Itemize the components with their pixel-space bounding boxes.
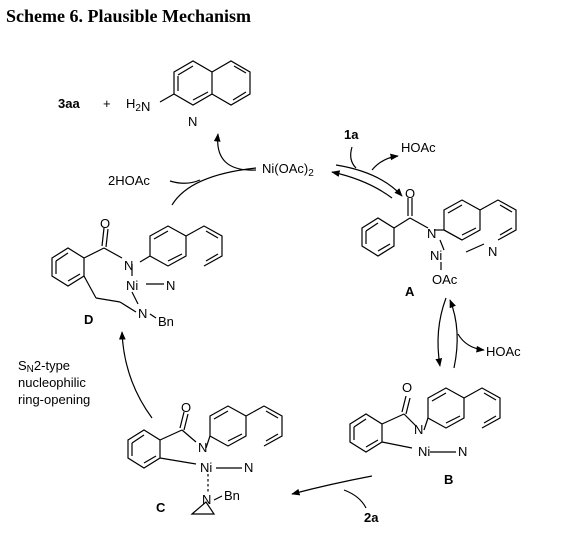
scheme-title: Scheme 6. Plausible Mechanism [6,6,251,26]
complex-b-structure [349,387,501,453]
complex-c-n3: N [202,492,211,507]
sn2-line3: ring-opening [18,392,90,407]
hoac-top-label: HOAc [401,140,436,155]
complex-a-oac: OAc [432,272,458,287]
hoac-right-label: HOAc [486,344,521,359]
label-d: D [84,312,93,327]
sn2-line2: nucleophilic [18,375,86,390]
complex-a-structure [361,198,517,270]
ni-oac2-label: Ni(OAc)2 [262,161,314,179]
complex-b-o: O [402,380,412,395]
complex-d-n3: N [138,306,147,321]
label-b: B [444,472,453,487]
two-hoac-label: 2HOAc [108,173,150,188]
label-c: C [156,500,166,515]
complex-c-n1: N [198,440,207,455]
complex-a-o: O [405,186,415,201]
complex-d-structure [51,225,223,319]
complex-b-ni: Ni [418,444,430,459]
complex-c-structure [127,405,283,515]
aminoquinoline-structure [159,60,251,106]
complex-c-o: O [181,400,191,415]
complex-b-n1: N [414,422,423,437]
reagent-2a-label: 2a [364,510,379,525]
complex-b-n2: N [458,444,467,459]
plus-sign: + [103,96,111,111]
complex-d-n1: N [124,258,133,273]
h2n-label: H2N [126,96,150,114]
complex-c-ni: Ni [200,460,212,475]
complex-c-n2: N [244,460,253,475]
complex-d-bn: Bn [158,314,174,329]
complex-d-ni: Ni [126,278,138,293]
quinoline-n-top: N [188,114,197,129]
complex-c-bn: Bn [224,488,240,503]
sn2-line1: SN2-type [18,358,70,375]
label-a: A [405,284,415,299]
complex-a-n1: N [427,226,436,241]
complex-d-n2: N [166,278,175,293]
complex-a-n2: N [488,244,497,259]
complex-a-ni: Ni [430,248,442,263]
product-3aa-label: 3aa [58,96,80,111]
reagent-1a-label: 1a [344,127,359,142]
complex-d-o: O [100,216,110,231]
